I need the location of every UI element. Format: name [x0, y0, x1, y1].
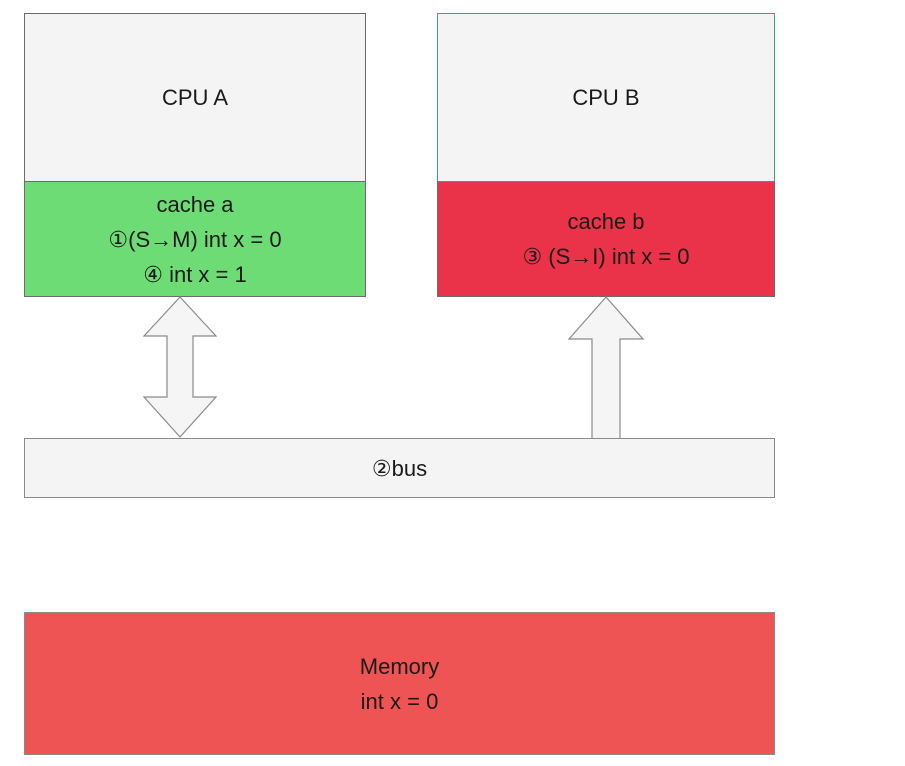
memory-line-1: int x = 0: [360, 688, 439, 714]
cache-a-box: cache a ①(S→M) int x = 0 ④ int x = 1: [24, 181, 366, 297]
cpu-a-box: CPU A: [24, 13, 366, 181]
cache-a-line-2: ④ int x = 1: [143, 261, 247, 287]
cpu-b-label: CPU B: [572, 85, 640, 110]
cache-b-box: cache b ③ (S→I) int x = 0: [437, 181, 775, 297]
memory-box: Memory int x = 0: [24, 612, 775, 755]
cache-b-line-1: ③ (S→I) int x = 0: [522, 244, 690, 269]
cache-a-line-1: ①(S→M) int x = 0: [108, 226, 282, 252]
cache-b-title: cache b: [567, 209, 645, 234]
bus-box: ②bus: [24, 438, 775, 498]
memory-title: Memory: [359, 653, 440, 679]
cpu-b-box: CPU B: [437, 13, 775, 181]
cache-a-title: cache a: [156, 191, 234, 217]
cpu-a-label: CPU A: [161, 85, 229, 110]
bus-to-cache-b-arrow-icon: [567, 296, 645, 440]
cache-a-bus-double-arrow-icon: [142, 296, 218, 438]
bus-label: ②bus: [371, 455, 428, 481]
